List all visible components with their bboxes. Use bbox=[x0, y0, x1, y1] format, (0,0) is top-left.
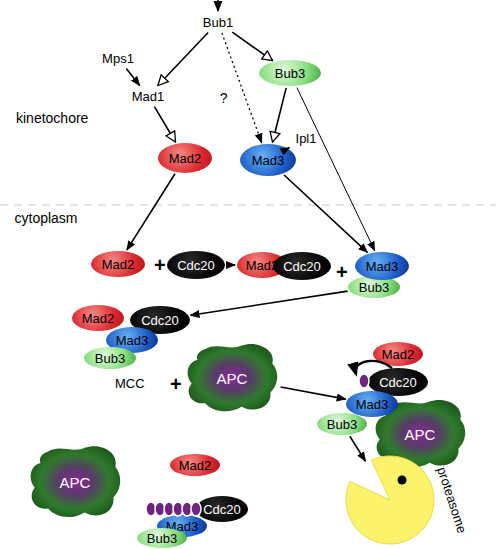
arrow-connector bbox=[158, 33, 208, 86]
apc-complex: APC bbox=[184, 342, 280, 414]
arrow-connector bbox=[191, 291, 348, 315]
proteasome: proteasome bbox=[330, 450, 470, 549]
protein-ellipse: Bub3 bbox=[259, 60, 321, 86]
arrow-connector bbox=[297, 88, 375, 251]
edge-label: ? bbox=[220, 90, 228, 106]
node-text: Mad2 bbox=[169, 152, 202, 165]
node-text: Ipl1 bbox=[296, 132, 317, 145]
region-label: MCC bbox=[115, 376, 145, 391]
plus-sign: + bbox=[170, 373, 182, 396]
node-text: Bub3 bbox=[359, 281, 389, 294]
protein-ellipse: Mad2 bbox=[91, 251, 145, 277]
arrow-connector bbox=[232, 32, 272, 61]
pacman-eye bbox=[398, 476, 407, 485]
apc-outline bbox=[188, 344, 278, 411]
protein-ellipse: Mad2 bbox=[373, 342, 423, 366]
arrow-connector bbox=[288, 147, 290, 149]
protein-ellipse: Mad3 bbox=[355, 252, 409, 280]
node-text: Cdc20 bbox=[379, 376, 417, 389]
node-text: Bub3 bbox=[147, 532, 177, 545]
protein-ellipse: Mad2 bbox=[72, 305, 124, 331]
arrow-connector bbox=[222, 33, 262, 143]
input-arrow bbox=[217, 0, 219, 11]
ubiquitin bbox=[155, 502, 165, 516]
arrow-connector bbox=[227, 264, 235, 266]
protein-label: Bub1 bbox=[197, 13, 239, 31]
protein-ellipse: Bub3 bbox=[84, 347, 136, 369]
arrow-connector bbox=[127, 174, 175, 250]
region-label: kinetochore bbox=[16, 110, 88, 126]
protein-ellipse: Mad2 bbox=[158, 143, 212, 173]
node-text: Cdc20 bbox=[283, 260, 321, 273]
node-text: APC bbox=[217, 371, 248, 386]
node-text: Mad2 bbox=[382, 348, 415, 361]
protein-label: Mps1 bbox=[97, 49, 139, 67]
node-text: Bub3 bbox=[95, 352, 125, 365]
arrow-connector bbox=[281, 387, 346, 399]
apc-complex: APC bbox=[27, 444, 123, 520]
apc-outline bbox=[31, 446, 121, 517]
node-text: proteasome bbox=[435, 465, 469, 534]
region-label: cytoplasm bbox=[15, 210, 78, 226]
ubiquitin bbox=[164, 502, 174, 516]
node-text: Cdc20 bbox=[141, 314, 179, 327]
node-text: Mad2 bbox=[82, 312, 115, 325]
node-text: Cdc20 bbox=[203, 503, 241, 516]
arrow-connector bbox=[273, 88, 287, 142]
node-text: Mps1 bbox=[102, 52, 134, 65]
ubiquitin bbox=[173, 502, 183, 516]
node-text: Bub3 bbox=[275, 67, 305, 80]
node-text: APC bbox=[405, 427, 436, 442]
plus-sign: + bbox=[154, 254, 166, 277]
node-text: Mad2 bbox=[179, 459, 212, 472]
arrow-connector bbox=[350, 436, 366, 461]
node-text: Mad3 bbox=[356, 398, 389, 411]
node-text: Bub1 bbox=[203, 16, 233, 29]
protein-ellipse: Mad3 bbox=[346, 391, 398, 417]
node-text: Bub3 bbox=[327, 418, 357, 431]
node-text: Mad1 bbox=[132, 90, 165, 103]
protein-label: Mad1 bbox=[127, 87, 169, 105]
protein-ellipse: Cdc20 bbox=[273, 252, 331, 280]
node-text: Mad3 bbox=[252, 154, 285, 167]
node-text: Mad3 bbox=[116, 334, 149, 347]
arrow-connector bbox=[284, 175, 367, 252]
protein-ellipse: Mad3 bbox=[240, 144, 296, 176]
node-text: Mad2 bbox=[102, 258, 135, 271]
node-text: Mad3 bbox=[366, 260, 399, 273]
arrow-connector bbox=[154, 107, 175, 142]
protein-ellipse: Mad2 bbox=[170, 454, 220, 476]
arrow-connector bbox=[126, 69, 139, 86]
ubiquitin bbox=[146, 502, 156, 516]
node-text: Cdc20 bbox=[177, 259, 215, 272]
ubiquitin bbox=[182, 502, 192, 516]
compartment-divider bbox=[0, 205, 496, 206]
pacman-body bbox=[346, 456, 434, 544]
protein-ellipse: Bub3 bbox=[317, 413, 367, 435]
protein-ellipse: Bub3 bbox=[137, 528, 187, 548]
plus-sign: + bbox=[336, 261, 348, 284]
node-text: APC bbox=[60, 475, 91, 490]
protein-ellipse: Cdc20 bbox=[196, 496, 248, 522]
protein-ellipse: Cdc20 bbox=[167, 251, 225, 279]
protein-label: Ipl1 bbox=[290, 129, 322, 147]
